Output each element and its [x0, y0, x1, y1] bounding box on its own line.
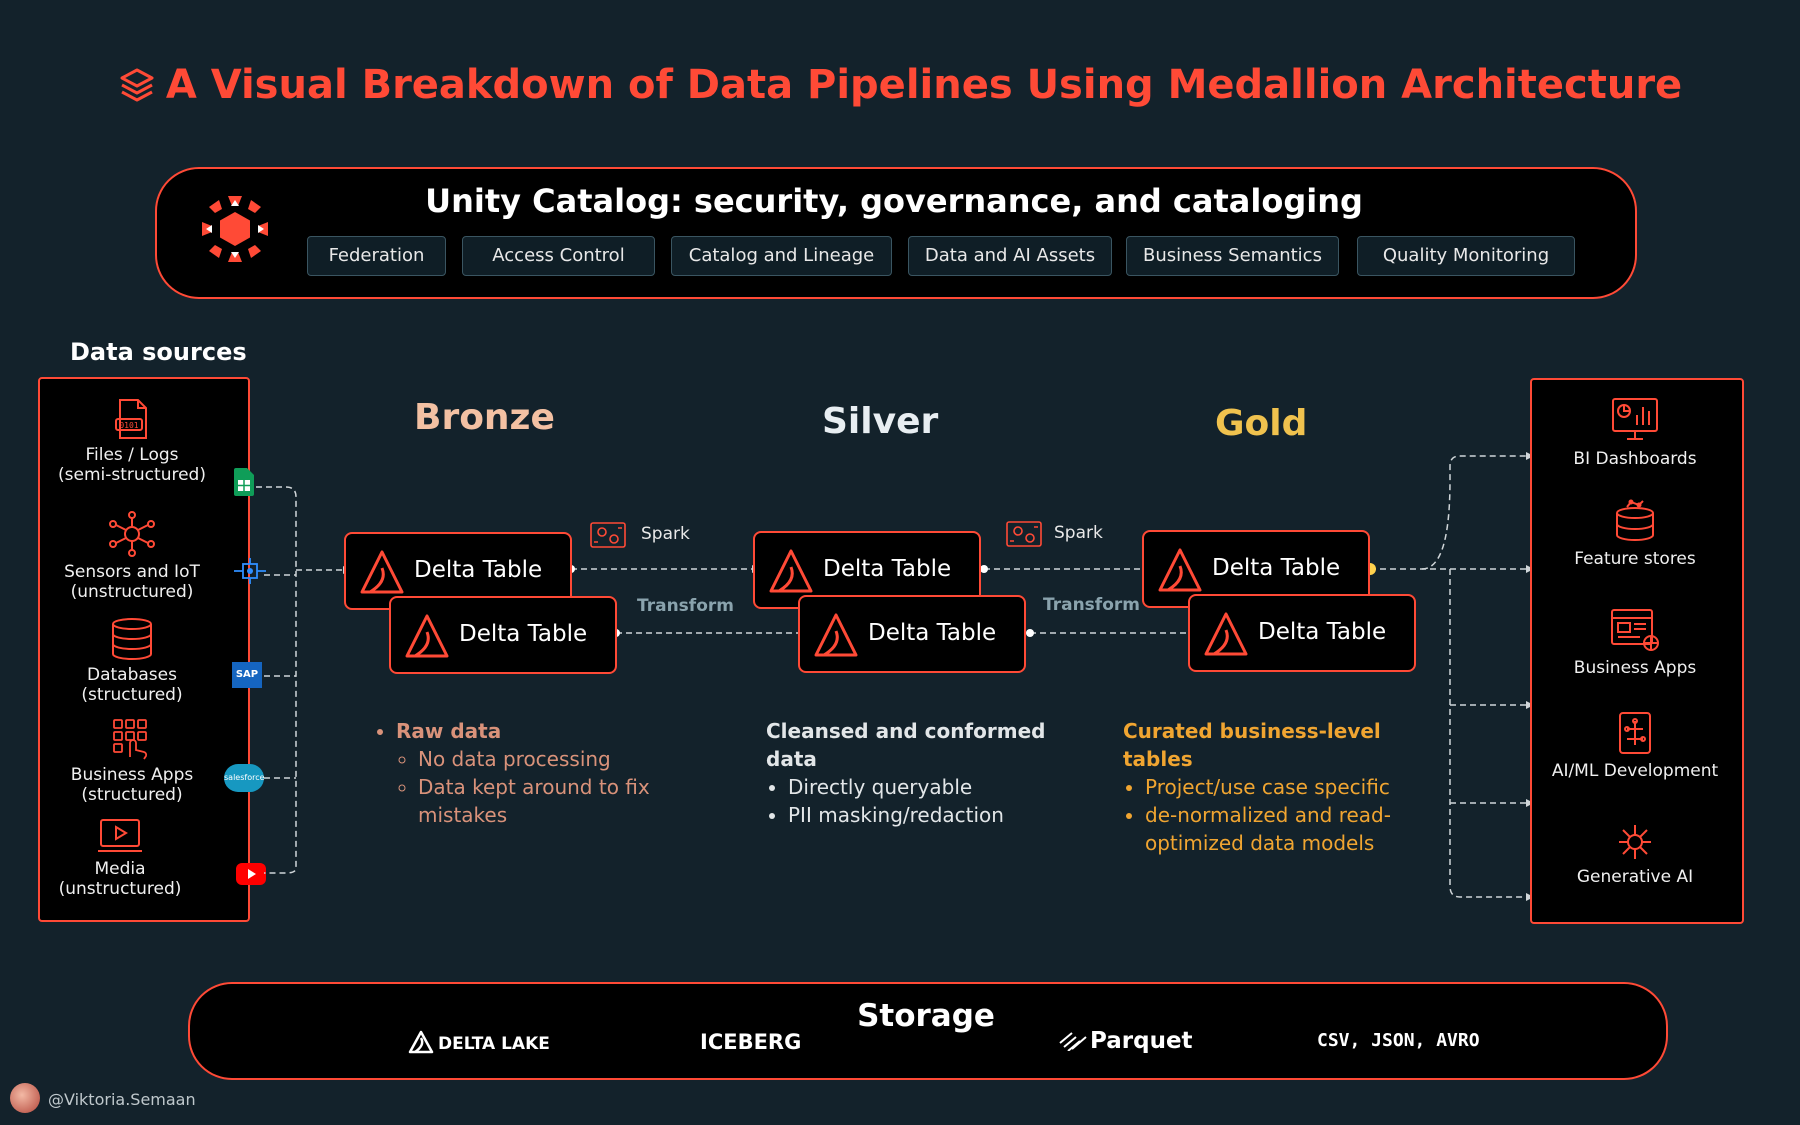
unity-catalog-panel [155, 167, 1637, 299]
tag-access-control: Access Control [462, 236, 655, 276]
sap-badge-icon: SAP [232, 662, 262, 688]
silver-bullet: PII masking/redaction [788, 801, 1086, 829]
network-hub-icon [109, 511, 155, 557]
format-delta-lake: DELTA LAKE [408, 1030, 550, 1054]
gold-layer-title: Gold [1215, 403, 1308, 444]
source-databases: Databases(structured) [42, 617, 222, 705]
iot-hub-icon [232, 558, 268, 588]
youtube-icon [236, 863, 266, 889]
bronze-delta-table-2: Delta Table [389, 596, 617, 674]
svg-text:0101: 0101 [119, 421, 138, 430]
bronze-head: Raw data [396, 717, 674, 745]
tag-federation: Federation [307, 236, 446, 276]
google-sheets-icon [234, 468, 254, 500]
gold-delta-table-2: Delta Table [1188, 594, 1416, 672]
bronze-layer-title: Bronze [414, 397, 555, 438]
avatar [10, 1083, 40, 1113]
data-sources-title: Data sources [70, 338, 247, 366]
delta-logo-icon [405, 614, 449, 658]
storage-panel [188, 982, 1668, 1080]
generative-ai-icon [1619, 825, 1651, 859]
delta-logo-icon [360, 550, 404, 594]
bronze-bullet: No data processing [418, 745, 674, 773]
source-business-apps: Business Apps(structured) [42, 717, 222, 805]
bronze-description: Raw data No data processing Data kept ar… [374, 717, 674, 829]
spark-gear-icon [590, 520, 626, 554]
delta-logo-icon [814, 613, 858, 657]
output-business-apps: Business Apps [1530, 608, 1740, 678]
app-grid-icon [113, 719, 148, 760]
tag-data-ai-assets: Data and AI Assets [908, 236, 1112, 276]
delta-logo-icon [769, 549, 813, 593]
data-sources-panel [38, 377, 250, 922]
web-app-icon [1611, 609, 1659, 651]
format-csv-json-avro: CSV, JSON, AVRO [1317, 1030, 1480, 1051]
unity-catalog-heading: Unity Catalog: security, governance, and… [425, 182, 1363, 220]
storage-title: Storage [857, 998, 995, 1034]
tag-quality-monitoring: Quality Monitoring [1357, 236, 1575, 276]
salesforce-cloud-icon: salesforce [224, 764, 265, 792]
format-iceberg: ICEBERG [700, 1030, 802, 1054]
tag-business-semantics: Business Semantics [1126, 236, 1339, 276]
layers-icon [118, 66, 156, 114]
gold-description: Curated business-level tables Project/us… [1123, 717, 1443, 857]
dashboard-icon [1612, 398, 1658, 440]
output-generative-ai: Generative AI [1530, 823, 1740, 887]
page-title: A Visual Breakdown of Data Pipelines Usi… [0, 62, 1800, 114]
author-credit: @Viktoria.Semaan [48, 1090, 196, 1109]
database-icon [112, 618, 152, 660]
transform-label-1: Transform [637, 596, 734, 616]
delta-lake-logo-icon [408, 1030, 434, 1054]
parquet-logo-icon [1059, 1032, 1087, 1052]
spark-label-2: Spark [1054, 523, 1103, 543]
source-media: Media(unstructured) [30, 817, 210, 899]
output-feature-stores: Feature stores [1530, 499, 1740, 569]
gold-bullet: de-normalized and read-optimized data mo… [1145, 801, 1443, 857]
spark-label-1: Spark [641, 524, 690, 544]
source-sensors-iot: Sensors and IoT(unstructured) [42, 510, 222, 602]
transform-label-2: Transform [1043, 595, 1140, 615]
video-monitor-icon [98, 819, 142, 852]
delta-logo-icon [1158, 548, 1202, 592]
silver-delta-table-2: Delta Table [798, 595, 1026, 673]
format-parquet: Parquet [1058, 1028, 1193, 1054]
tag-catalog-lineage: Catalog and Lineage [671, 236, 892, 276]
spark-gear-icon [1006, 519, 1042, 553]
delta-logo-icon [1204, 612, 1248, 656]
silver-layer-title: Silver [822, 401, 939, 442]
outputs-panel [1530, 378, 1744, 924]
file-binary-icon: 0101 [115, 399, 147, 439]
output-ai-ml-development: AI/ML Development [1530, 711, 1740, 781]
source-files-logs: 0101 Files / Logs(semi-structured) [42, 397, 222, 485]
gold-bullet: Project/use case specific [1145, 773, 1443, 801]
ai-circuit-icon [1619, 712, 1651, 754]
unity-catalog-logo-icon [198, 192, 272, 270]
silver-head: Cleansed and conformed data [766, 719, 1046, 771]
bronze-bullet: Data kept around to fix mistakes [418, 773, 674, 829]
output-bi-dashboards: BI Dashboards [1530, 397, 1740, 469]
gold-head: Curated business-level tables [1123, 719, 1381, 771]
silver-bullet: Directly queryable [788, 773, 1086, 801]
feature-store-icon [1616, 499, 1654, 541]
silver-description: Cleansed and conformed data Directly que… [766, 717, 1086, 829]
